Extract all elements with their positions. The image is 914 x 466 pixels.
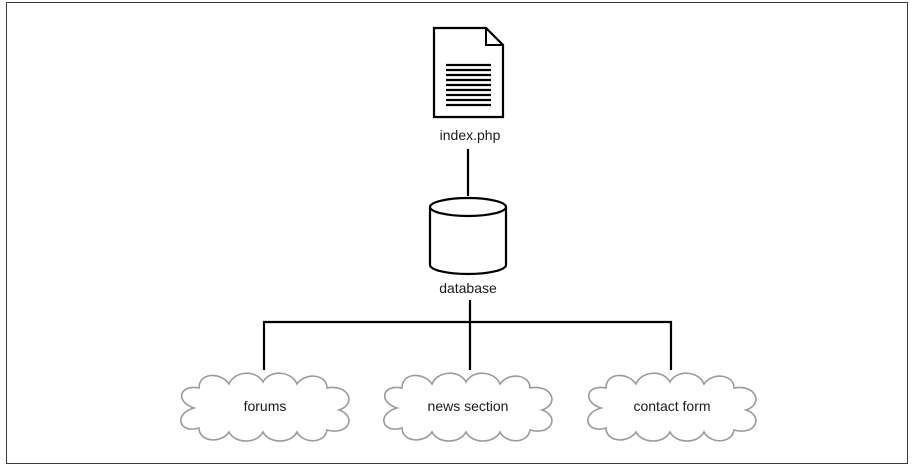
cloud-forums: forums: [180, 372, 350, 442]
cloud-contact-form: contact form: [587, 372, 757, 442]
child-label-contact-form: contact form: [633, 398, 710, 414]
document-icon: [432, 26, 505, 119]
child-label-forums: forums: [244, 398, 287, 414]
file-label: index.php: [440, 127, 501, 143]
tree-connectors: [262, 300, 673, 370]
database-label: database: [439, 280, 497, 296]
cloud-news-section: news section: [383, 372, 553, 442]
child-label-news-section: news section: [428, 398, 509, 414]
database-icon: [428, 196, 508, 276]
